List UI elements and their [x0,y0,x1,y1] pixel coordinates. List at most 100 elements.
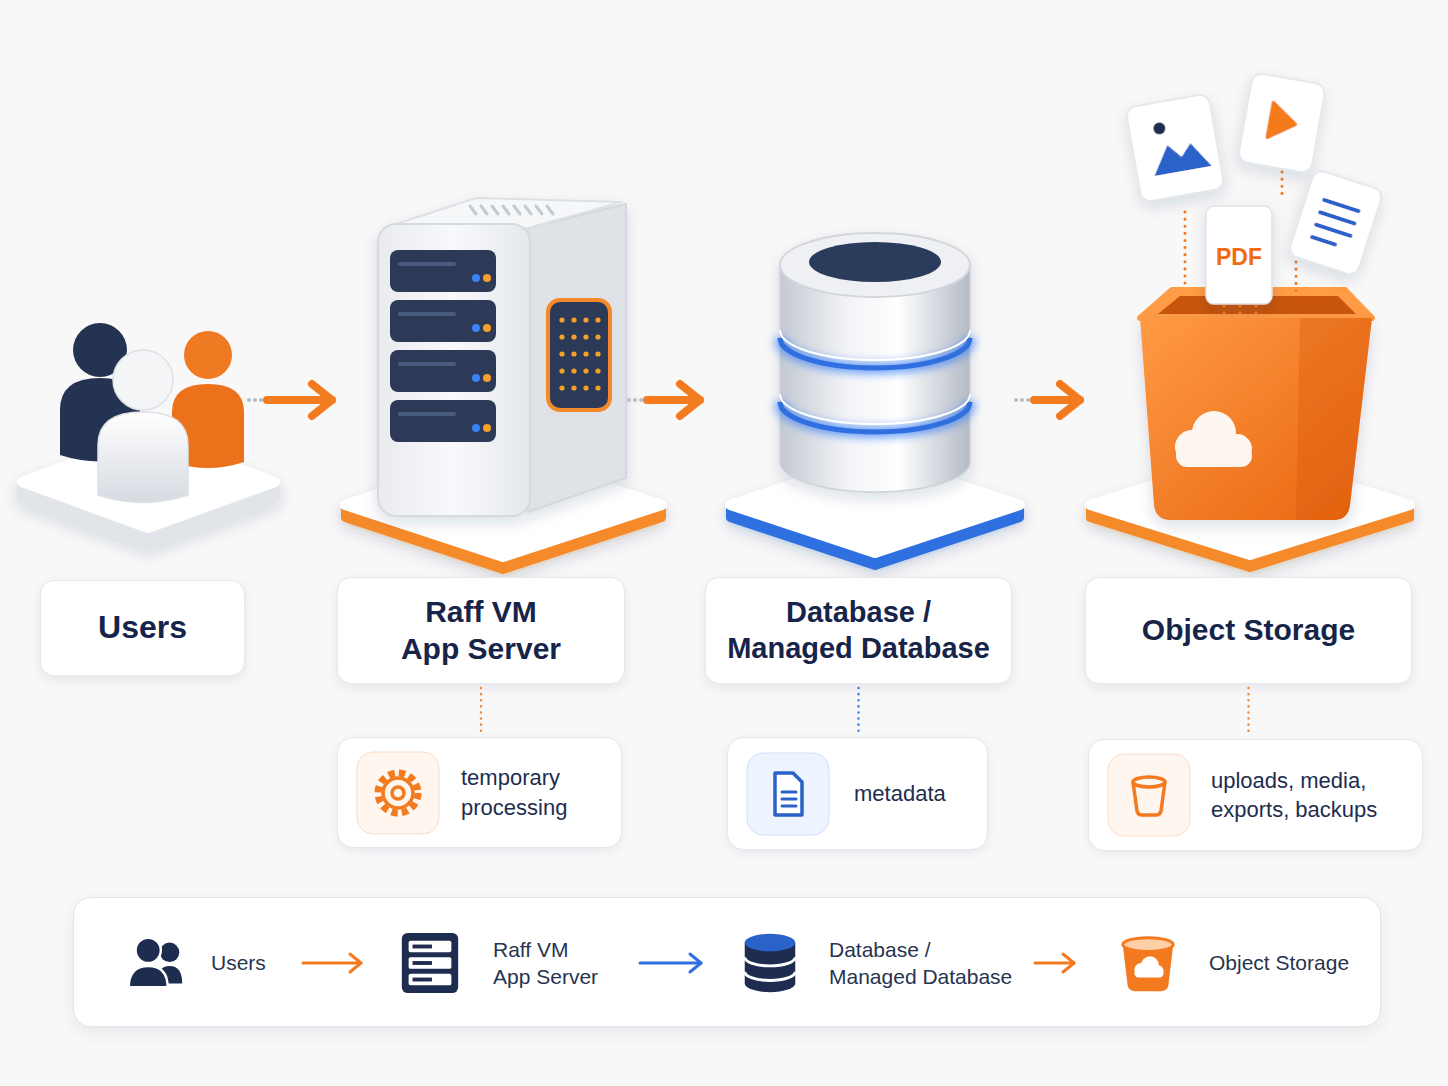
icon [736,929,804,997]
side-panel [583,351,588,356]
vents [470,206,476,214]
summary-band: Users Raff VM App Server Database / Manage… [73,897,1381,1027]
drive-slots [390,250,496,442]
side-panel [559,385,564,390]
vents [547,206,553,214]
connector [1014,384,1080,416]
connector-line [1035,962,1074,965]
label-card: Users [40,580,245,676]
text-group: temporary processing [461,763,596,821]
vents [503,206,509,214]
users-column: Users [40,300,245,676]
connector [481,688,482,733]
database-illustration [780,338,970,368]
summary-item: Users [114,918,299,1008]
file-document [1288,169,1384,277]
node-text: Raff VM App Server [493,936,609,991]
icon [1107,753,1191,837]
database-illustration [780,330,970,360]
icon [160,943,179,962]
icon [1123,938,1174,952]
file-pdf [1206,206,1272,304]
icon [396,929,464,997]
text-group: Users [211,949,266,976]
icon [396,929,464,997]
drive-slots [472,324,480,332]
object-storage-column: Object Storage [1085,300,1412,684]
dot [247,398,251,402]
drive-slots [483,324,491,332]
side-panel [548,300,610,410]
bucket-body [1140,318,1372,520]
icon [745,934,796,951]
dot [1020,398,1024,402]
file-video [1238,72,1327,173]
drive-slots [472,424,480,432]
icon [357,752,439,834]
icon [1114,929,1182,997]
node-label: Raff VM App Server [396,594,566,667]
cylinder [780,265,970,492]
app-server-column: Raff VM App Server [337,300,625,684]
icon [1133,782,1165,815]
vents [492,206,498,214]
side-panel [583,385,588,390]
dotted-lines [1185,172,1296,314]
node-label: Object Storage [1142,612,1355,649]
file-document [1320,212,1354,223]
detail-box: uploads, media, exports, backups [1088,739,1423,851]
drive-slots [483,424,491,432]
node-text: Users [211,949,266,976]
file-image [1125,93,1224,202]
side-panel [595,368,600,373]
label-card: Object Storage [1085,577,1412,684]
icon [383,778,413,808]
side-panel [583,334,588,339]
side-panel [571,368,576,373]
users-illustration [113,350,173,410]
side-panel [595,385,600,390]
node-label: Database / Managed Database [723,595,995,666]
drive-slots [398,362,456,366]
icon [409,941,452,953]
summary-item: Database / Managed Database [706,918,1031,1008]
summary-item: Object Storage [1079,918,1359,1008]
icon [356,751,440,835]
side-panel [559,334,564,339]
node-label: Users [98,608,187,647]
side-panel [571,351,576,356]
drive-slots [398,262,456,266]
connector [247,384,332,416]
icon [121,929,189,997]
database-illustration [730,233,1020,568]
file-document [1312,200,1358,248]
drive-slots [390,250,496,292]
drive-slots [390,400,496,442]
file-pdf [1206,206,1272,304]
connector-line [640,962,701,965]
dotted-lines [1184,212,1187,286]
icon [736,929,804,997]
side-panel [571,385,576,390]
dot [259,398,263,402]
dotted-lines [1223,306,1226,314]
file-document [1324,200,1358,211]
detail-box: temporary processing [337,737,622,848]
cylinder [780,233,970,492]
database-illustration [780,394,970,424]
side-panel [571,334,576,339]
text-group: Raff VM App Server [493,936,609,991]
cylinder [780,233,970,297]
cloud-symbol [1175,411,1252,467]
text-group: Raff VM App Server [396,594,566,667]
file-image [1125,93,1224,202]
bucket-body [1140,318,1372,520]
cylinder [809,242,941,282]
text-group: Object Storage [1209,949,1349,976]
icon [129,966,168,987]
database-illustration [780,338,970,368]
connector [627,384,700,416]
dot [633,398,637,402]
